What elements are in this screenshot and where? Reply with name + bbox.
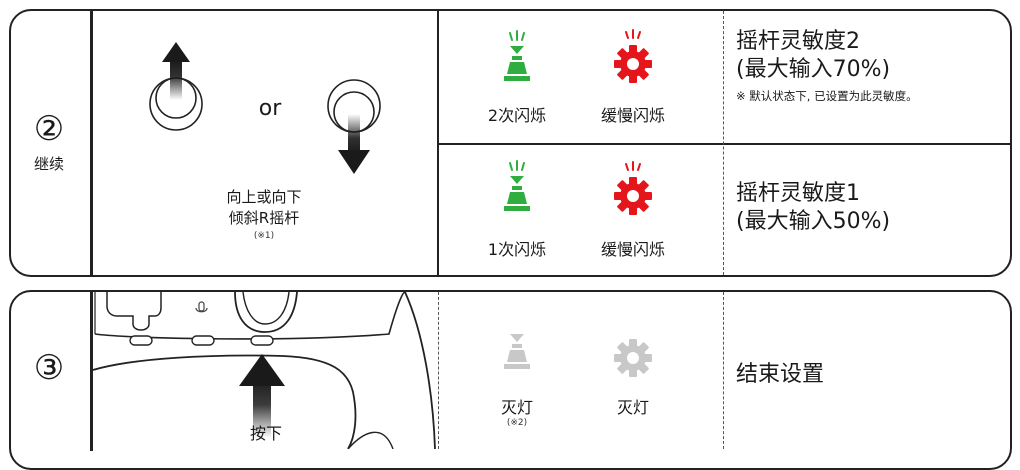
- step3-dashed-divider-2: [723, 292, 724, 449]
- step3-result: 结束设置: [736, 362, 825, 387]
- step3-dashed-divider-1: [438, 292, 439, 449]
- step2-divider-1: [90, 10, 93, 276]
- instruction-line1: 向上或向下: [226, 188, 302, 206]
- red-gear-icon: [614, 29, 652, 83]
- instruction-line2: 倾斜R摇杆: [228, 209, 300, 227]
- green-led-icon: [504, 30, 530, 81]
- step2-number: ②: [33, 109, 65, 149]
- step3-panel: [9, 290, 1012, 470]
- red-gear-icon-2: [614, 161, 652, 215]
- led-off-label-2: 灭灯: [616, 398, 649, 417]
- step2-row-divider: [438, 143, 1011, 145]
- stick-down-illustration: [327, 79, 381, 174]
- led-off-note: (※2): [506, 418, 528, 428]
- gray-gear-icon: [614, 339, 652, 377]
- step2-word: 继续: [33, 155, 64, 173]
- row2-red-label: 缓慢闪烁: [600, 240, 665, 259]
- row2-subtitle: (最大输入50%): [736, 209, 891, 234]
- row1-title: 摇杆灵敏度2: [736, 29, 860, 54]
- row1-red-label: 缓慢闪烁: [600, 106, 665, 125]
- gray-led-icon: [504, 334, 530, 369]
- led-off-label-1: 灭灯: [500, 398, 533, 417]
- row2-title: 摇杆灵敏度1: [736, 181, 860, 206]
- note-1: (※1): [253, 231, 275, 241]
- or-text: or: [258, 96, 282, 121]
- row1-green-label: 2次闪烁: [487, 106, 547, 125]
- step3-divider-1: [90, 291, 93, 451]
- row2-green-label: 1次闪烁: [487, 240, 547, 259]
- step3-number: ③: [33, 348, 65, 388]
- stick-up-illustration: [149, 42, 203, 131]
- press-label: 按下: [249, 424, 282, 443]
- controller-illustration: [93, 292, 436, 449]
- step2-dashed-divider: [723, 11, 724, 275]
- row1-note: ※ 默认状态下, 已设置为此灵敏度。: [736, 89, 918, 103]
- row1-subtitle: (最大输入70%): [736, 57, 891, 82]
- green-led-icon-2: [504, 160, 530, 211]
